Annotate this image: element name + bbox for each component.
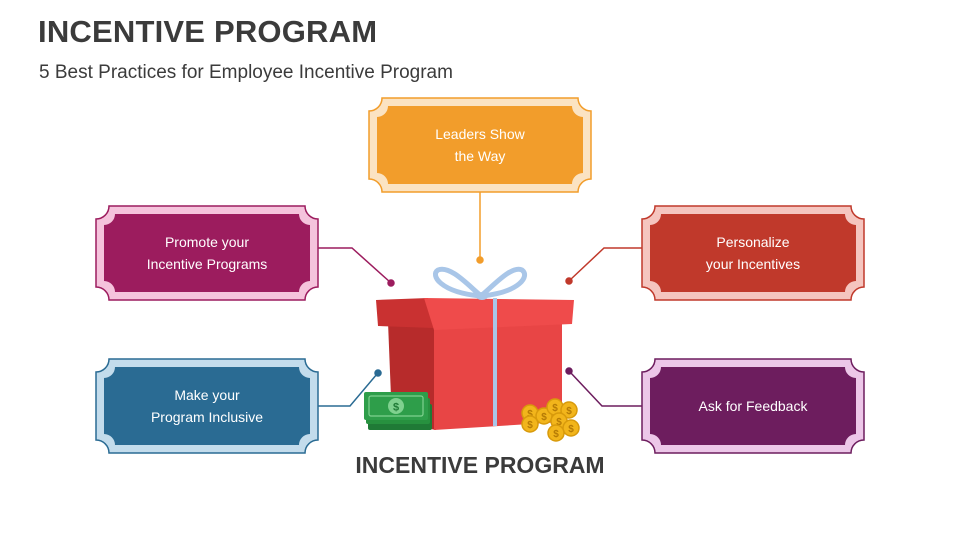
practice-card-right-lower: [641, 358, 865, 454]
connector-left-lower: [318, 369, 382, 407]
svg-text:$: $: [527, 420, 533, 431]
svg-text:$: $: [541, 412, 547, 423]
practice-label-top: Leaders Show the Way: [435, 126, 525, 164]
practice-label-left-upper: Promote your Incentive Programs: [146, 234, 268, 272]
svg-text:$: $: [527, 409, 533, 420]
page-title: INCENTIVE PROGRAM: [38, 14, 378, 49]
money-stack-icon: $: [364, 392, 432, 430]
coins-icon: $ $ $ $ $ $ $ $: [521, 398, 580, 442]
center-label: INCENTIVE PROGRAM: [355, 452, 605, 478]
practice-card-left-lower: [95, 358, 319, 454]
page-subtitle: 5 Best Practices for Employee Incentive …: [39, 62, 453, 83]
card-fill: [650, 367, 856, 445]
svg-text:$: $: [556, 417, 562, 428]
card-fill: [650, 214, 856, 292]
svg-text:$: $: [552, 403, 558, 414]
practice-card-left-upper: [95, 205, 319, 301]
card-fill: [104, 214, 310, 292]
card-fill: [377, 106, 583, 184]
practice-label-right-lower: Ask for Feedback: [698, 398, 808, 414]
connector-top: [476, 190, 484, 264]
connector-left-upper: [318, 247, 395, 287]
connector-right-upper: [565, 247, 642, 285]
connectors: [318, 190, 642, 407]
svg-text:$: $: [393, 402, 399, 414]
practice-card-right-upper: [641, 205, 865, 301]
card-fill: [104, 367, 310, 445]
practice-label-right-upper: Personalize your Incentives: [705, 234, 801, 272]
practice-label-left-lower: Make your Program Inclusive: [150, 387, 264, 425]
connector-right-lower: [565, 367, 642, 407]
practice-card-top: [368, 97, 592, 193]
svg-text:$: $: [566, 406, 572, 417]
svg-text:$: $: [553, 429, 559, 440]
svg-text:$: $: [568, 424, 574, 435]
